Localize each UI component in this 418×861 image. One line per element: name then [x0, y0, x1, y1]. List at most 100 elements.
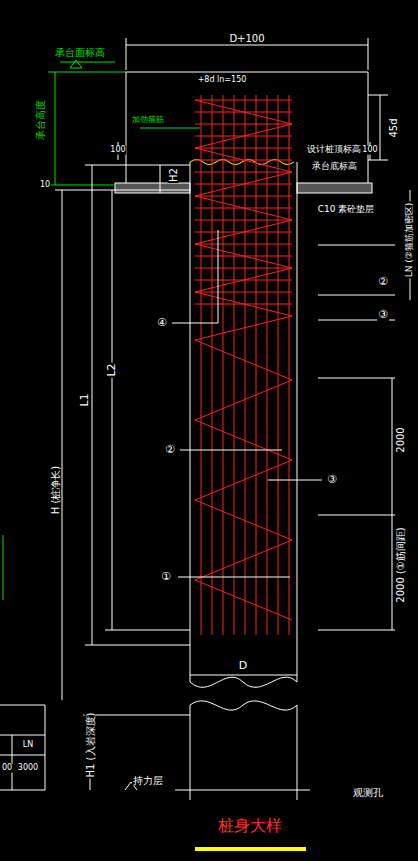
drawing-label: L1	[79, 392, 91, 407]
dimension-tick	[85, 165, 190, 166]
table-rule	[12, 735, 13, 790]
dimension-tick	[368, 38, 369, 70]
level-mark	[70, 60, 82, 68]
dimension-line	[3, 535, 4, 600]
drawing-label: D+100	[228, 33, 265, 44]
drawing-label: C10 素砼垫层	[317, 205, 376, 215]
leader-line	[172, 323, 218, 324]
longitudinal-bar	[212, 95, 213, 635]
stirrup	[195, 124, 292, 125]
stirrup	[195, 100, 292, 101]
dimension-line	[392, 378, 393, 630]
dimension-line	[160, 165, 161, 193]
stirrup	[195, 172, 292, 173]
drawing-label: ①	[160, 571, 172, 583]
dimension-line	[126, 45, 368, 46]
drawing-label: L2	[106, 362, 118, 377]
leader-line	[180, 450, 282, 451]
dimension-tick	[48, 185, 115, 186]
leader-line	[140, 128, 200, 129]
dimension-line	[92, 165, 93, 645]
stirrup	[195, 268, 292, 269]
longitudinal-bar	[245, 95, 246, 635]
stirrup	[195, 148, 292, 149]
dimension-tick	[85, 645, 190, 646]
drawing-label: 观测孔	[352, 787, 384, 798]
dimension-tick	[368, 95, 388, 96]
table-rule	[0, 790, 45, 791]
leader-line	[218, 230, 219, 323]
dimension-tick	[126, 38, 127, 70]
drawing-label: H1 (入岩深度)	[85, 712, 96, 779]
drawing-label: H2	[168, 167, 179, 183]
pile-wall	[297, 705, 298, 800]
drawing-label: 45d	[388, 117, 399, 138]
drawing-label: 2000	[395, 426, 406, 453]
dimension-line	[62, 190, 63, 700]
dimension-tick	[55, 190, 190, 191]
dimension-tick	[318, 630, 395, 631]
leader-line	[268, 480, 322, 481]
pile-cap-outline	[126, 72, 368, 185]
drawing-label: ④	[156, 317, 168, 329]
dimension-tick	[318, 245, 395, 246]
drawing-label: 2000 (①筋间距)	[395, 526, 406, 603]
drawing-title: 桩身大样	[217, 817, 283, 835]
dimension-tick	[48, 72, 126, 73]
longitudinal-bar	[234, 95, 235, 635]
drawing-label: LN	[22, 741, 34, 750]
drawing-label: 3000	[17, 764, 39, 773]
leader-line	[60, 62, 115, 63]
drawing-label: LN (②箍筋加密区)	[405, 202, 415, 279]
drawing-label: 持力层	[132, 775, 164, 786]
longitudinal-bar	[223, 95, 224, 635]
pile-break	[190, 701, 297, 710]
drawing-label: 承台面标高	[54, 47, 106, 58]
leader-line	[178, 577, 290, 578]
dimension-line	[55, 72, 56, 185]
drawing-label: 承台高度	[35, 99, 46, 141]
drawing-label: H (桩净长)	[50, 465, 61, 516]
dimension-line	[190, 675, 297, 676]
drawing-label: 00	[1, 764, 13, 773]
drawing-label: ②	[164, 444, 176, 456]
table-rule	[45, 705, 46, 790]
longitudinal-bar	[267, 95, 268, 635]
drawing-label: 承台底标高	[311, 162, 358, 172]
table-rule	[0, 705, 45, 706]
dimension-tick	[105, 630, 190, 631]
bearing-layer-line	[175, 790, 310, 791]
drawing-label: 设计桩顶标高	[306, 145, 362, 155]
dimension-line	[380, 95, 381, 160]
drawing-label: ③	[377, 309, 389, 321]
drawing-label: 10	[39, 181, 51, 190]
dimension-tick	[83, 715, 190, 716]
concrete-pad	[115, 183, 190, 193]
dimension-tick	[318, 295, 395, 296]
drawing-label: +8d ln=150	[197, 76, 248, 85]
drawing-label: 加劲箍筋	[131, 116, 165, 125]
spiral-stirrup	[195, 100, 292, 620]
concrete-pad	[297, 183, 372, 193]
drawing-label: ③	[326, 474, 338, 486]
pile-wall	[297, 162, 298, 682]
longitudinal-bar	[201, 95, 202, 635]
stirrup	[195, 244, 292, 245]
dimension-line	[112, 190, 113, 630]
longitudinal-bar	[289, 95, 290, 635]
pile-wall	[190, 162, 191, 682]
dimension-tick	[318, 378, 395, 379]
drawing-label: D	[238, 660, 248, 672]
title-underline	[195, 847, 306, 851]
dimension-tick	[318, 515, 395, 516]
stirrup	[195, 292, 292, 293]
pile-wall	[190, 705, 191, 800]
drawing-label: ②	[377, 276, 389, 288]
dimension-tick	[368, 160, 388, 161]
stirrup	[195, 220, 292, 221]
table-rule	[0, 735, 45, 736]
drawing-label: 100	[361, 146, 378, 155]
stirrup	[195, 196, 292, 197]
